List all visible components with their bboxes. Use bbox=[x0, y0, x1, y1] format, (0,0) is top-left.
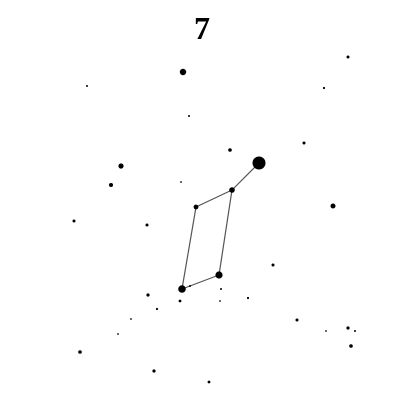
constellation-segment bbox=[196, 190, 232, 207]
star bbox=[118, 163, 123, 168]
star bbox=[303, 142, 306, 145]
star bbox=[346, 326, 349, 329]
constellation-segment bbox=[182, 207, 196, 289]
constellation-segment bbox=[182, 275, 219, 289]
star bbox=[194, 205, 199, 210]
star bbox=[188, 115, 190, 117]
star bbox=[219, 300, 221, 302]
star-bright bbox=[253, 157, 266, 170]
star bbox=[156, 308, 158, 310]
star bbox=[109, 183, 113, 187]
star bbox=[73, 220, 76, 223]
star bbox=[229, 187, 235, 193]
star bbox=[130, 318, 132, 320]
star bbox=[349, 344, 353, 348]
star bbox=[180, 69, 186, 75]
background-stars bbox=[73, 56, 357, 384]
constellation-lines bbox=[182, 163, 259, 289]
star bbox=[272, 264, 275, 267]
star bbox=[325, 330, 327, 332]
star bbox=[189, 285, 191, 287]
star bbox=[146, 224, 149, 227]
star bbox=[215, 271, 222, 278]
star bbox=[86, 85, 88, 87]
star bbox=[354, 330, 356, 332]
star bbox=[78, 350, 82, 354]
star bbox=[296, 319, 299, 322]
star bbox=[208, 381, 211, 384]
constellation-segment bbox=[219, 190, 232, 275]
star bbox=[331, 204, 336, 209]
star bbox=[220, 288, 222, 290]
star bbox=[180, 181, 182, 183]
star bbox=[247, 297, 249, 299]
star bbox=[323, 87, 325, 89]
star bbox=[178, 285, 186, 293]
star bbox=[179, 300, 182, 303]
constellation-stars bbox=[178, 157, 265, 293]
star bbox=[347, 56, 350, 59]
star bbox=[228, 148, 232, 152]
star bbox=[117, 333, 119, 335]
star bbox=[152, 369, 155, 372]
star bbox=[146, 293, 149, 296]
